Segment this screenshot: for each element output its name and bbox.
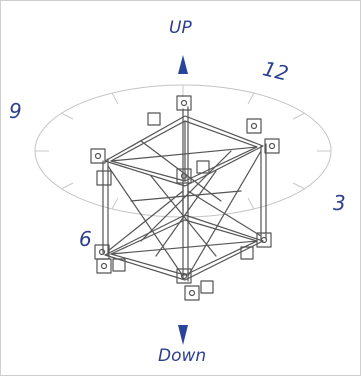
clock-twelve-label: 12 xyxy=(260,56,291,86)
truss-cube-icon xyxy=(90,95,280,301)
clock-six-label: 6 xyxy=(79,227,92,251)
down-label: Down xyxy=(158,346,207,366)
down-arrow-icon xyxy=(178,325,188,345)
up-arrow-icon xyxy=(178,55,188,74)
clock-three-label: 3 xyxy=(333,191,346,215)
clock-nine-label: 9 xyxy=(9,99,22,123)
up-label: UP xyxy=(169,18,192,38)
